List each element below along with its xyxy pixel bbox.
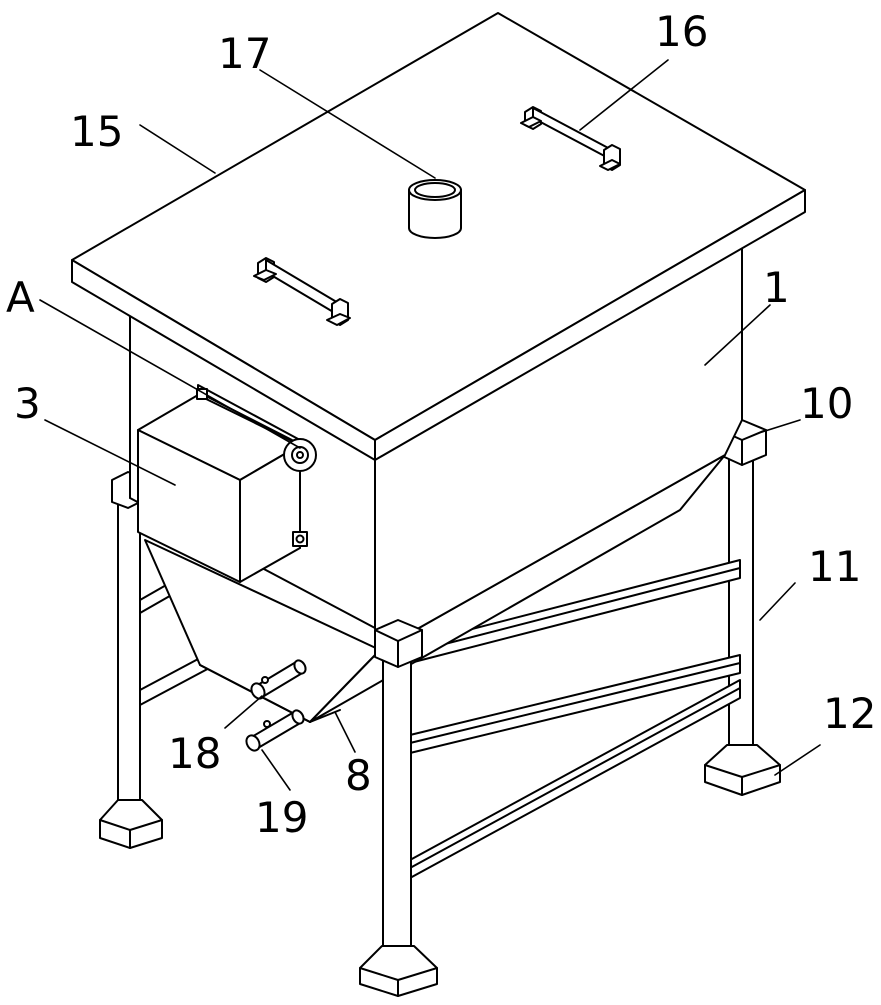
label-A: A <box>6 273 35 322</box>
outlet-pipe-19 <box>245 709 305 752</box>
outlet-pipe-18 <box>250 659 307 700</box>
handle-right <box>520 106 621 171</box>
leg-front-left <box>359 619 438 997</box>
label-18: 18 <box>168 729 221 778</box>
motor-box <box>137 384 317 583</box>
leader-lines <box>39 59 821 791</box>
label-16: 16 <box>655 7 708 56</box>
label-10: 10 <box>800 379 853 428</box>
handle-left <box>253 257 351 326</box>
leg-front-right <box>704 419 781 796</box>
label-1: 1 <box>763 263 790 312</box>
label-11: 11 <box>808 542 861 591</box>
label-17: 17 <box>218 29 271 78</box>
crossbars-front <box>409 559 741 879</box>
label-12: 12 <box>823 689 876 738</box>
label-8: 8 <box>345 751 372 800</box>
inlet-pipe <box>408 179 462 239</box>
label-15: 15 <box>70 107 123 156</box>
label-19: 19 <box>255 793 308 842</box>
label-3: 3 <box>14 379 41 428</box>
reference-labels: 17 16 15 A 1 3 10 11 12 18 8 19 <box>6 7 876 842</box>
